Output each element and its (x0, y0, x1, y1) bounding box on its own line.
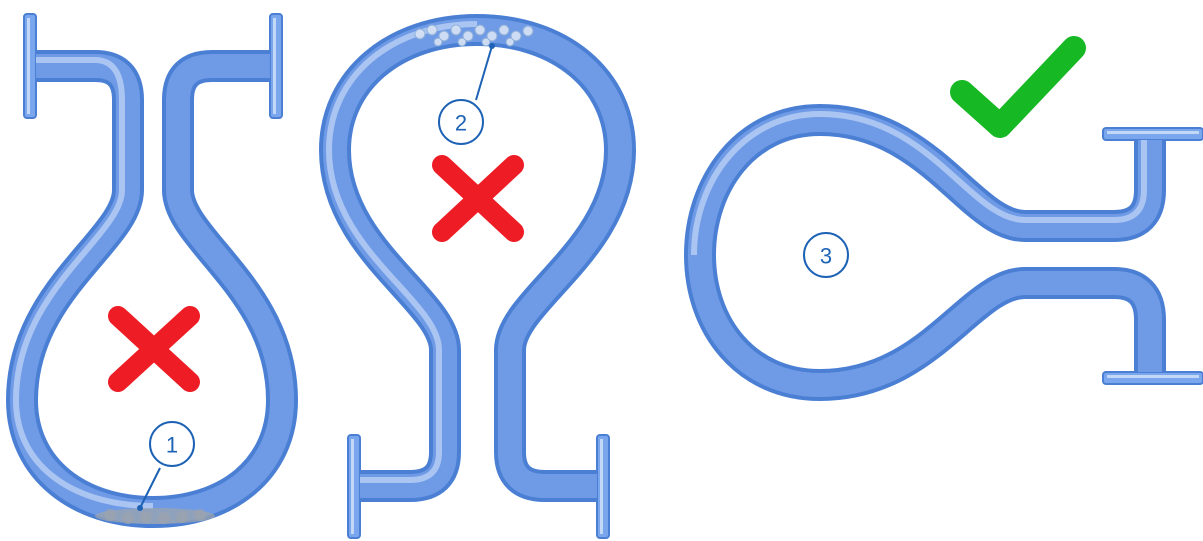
callout-3: 3 (803, 232, 849, 278)
pipe-loop-1 (6, 13, 298, 528)
check-icon (950, 36, 1086, 138)
pipe-loop-3 (684, 104, 1203, 401)
cross-icon (108, 306, 200, 392)
flange-top-left (23, 13, 37, 119)
flange-right-bottom (1102, 371, 1203, 385)
callout-2: 2 (438, 43, 495, 145)
cross-icon (432, 155, 524, 242)
callout-1: 1 (137, 421, 195, 511)
air-bubbles (414, 24, 534, 47)
pipe-loop-2 (319, 14, 636, 539)
callout-3-label: 3 (820, 244, 832, 269)
flange-bottom-left (347, 434, 361, 539)
sediment-deposit (95, 508, 215, 524)
callout-2-label: 2 (455, 111, 467, 136)
flange-right-top (1102, 127, 1203, 141)
callout-1-label: 1 (166, 433, 178, 458)
flange-bottom-right (596, 434, 610, 539)
flange-top-right (269, 13, 283, 119)
